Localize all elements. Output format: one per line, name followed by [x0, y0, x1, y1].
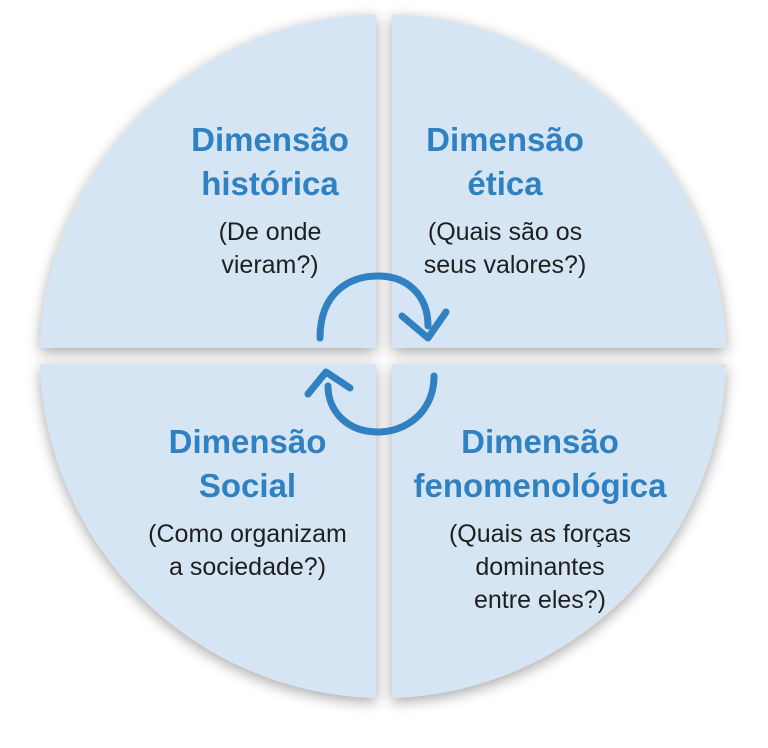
quadrant-social — [40, 364, 376, 698]
title-line: histórica — [201, 165, 339, 202]
cycle-arrows-icon — [304, 272, 450, 436]
quadrant-etica — [392, 14, 726, 348]
subtitle-line: vieram?) — [221, 251, 319, 279]
subtitle-line: (Quais as forças — [448, 520, 631, 548]
quadrant-social-text: Dimensão Social (Como organizam a socied… — [120, 420, 375, 584]
quadrant-historica-title: Dimensão histórica — [175, 118, 365, 206]
subtitle-line: a sociedade?) — [168, 553, 327, 581]
subtitle-line: entre eles?) — [473, 586, 607, 614]
title-line: ética — [467, 165, 543, 202]
subtitle-line: (De onde — [218, 218, 322, 246]
quadrant-historica-text: Dimensão histórica (De onde vieram?) — [175, 118, 365, 282]
subtitle-line: (Como organizam — [148, 520, 347, 548]
quadrant-social-subtitle: (Como organizam a sociedade?) — [120, 518, 375, 584]
cycle-arrow-top — [316, 272, 432, 342]
title-line: fenomenológica — [413, 467, 667, 504]
cycle-arrow-top-head — [398, 308, 450, 342]
subtitle-line: (Quais são os — [427, 218, 583, 246]
quadrant-historica-subtitle: (De onde vieram?) — [175, 216, 365, 282]
title-line: Dimensão — [461, 423, 619, 460]
title-line: Dimensão — [191, 121, 349, 158]
title-line: Social — [198, 467, 297, 504]
quadrant-etica-text: Dimensão ética (Quais são os seus valore… — [405, 118, 605, 282]
quadrant-social-title: Dimensão Social — [120, 420, 375, 508]
quadrant-fenomenologica-title: Dimensão fenomenológica — [390, 420, 690, 508]
subtitle-line: dominantes — [475, 553, 605, 581]
title-line: Dimensão — [426, 121, 584, 158]
cycle-arrow-bottom-head — [304, 368, 354, 398]
quadrant-fenomenologica — [392, 364, 726, 698]
quadrant-fenomenologica-subtitle: (Quais as forças dominantes entre eles?) — [390, 518, 690, 617]
quadrant-etica-title: Dimensão ética — [405, 118, 605, 206]
quadrant-fenomenologica-text: Dimensão fenomenológica (Quais as forças… — [390, 420, 690, 617]
quadrant-historica — [40, 14, 376, 348]
title-line: Dimensão — [168, 423, 327, 460]
quadrant-etica-subtitle: (Quais são os seus valores?) — [405, 216, 605, 282]
subtitle-line: seus valores?) — [423, 251, 587, 279]
cycle-arrow-bottom — [324, 372, 438, 436]
